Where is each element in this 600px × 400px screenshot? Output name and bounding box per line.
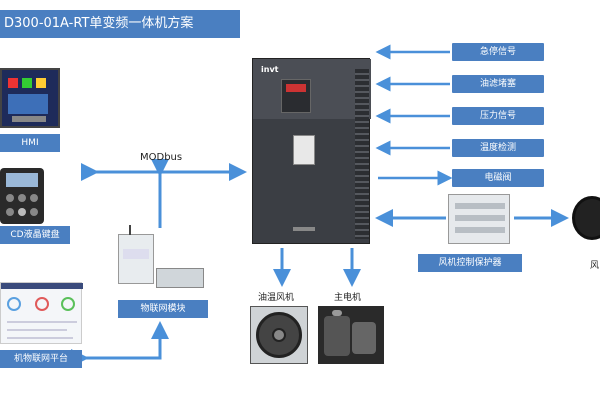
fan-protector-label: 风机控制保护器 — [418, 254, 522, 272]
keypad-label: CD液晶键盘 — [0, 226, 70, 244]
signal-pressure: 压力信号 — [452, 107, 544, 125]
lcd-keypad-image — [0, 168, 44, 224]
iot-platform-image — [0, 282, 83, 344]
signal-oil-filter: 油滤堵塞 — [452, 75, 544, 93]
fan-protector-image — [448, 194, 510, 244]
signal-solenoid-valve: 电磁阀 — [452, 169, 544, 187]
drive-keypad-panel — [281, 79, 311, 113]
oil-fan-image — [250, 306, 308, 364]
diagram-title: D300-01A-RT单变频一体机方案 — [0, 10, 240, 38]
iot-module-label: 物联网模块 — [118, 300, 208, 318]
iot-module-image — [118, 225, 154, 284]
iot-gateway-image — [156, 268, 204, 288]
drive-brand-logo: invt — [261, 65, 279, 74]
hmi-label: HMI — [0, 134, 60, 152]
modbus-label: MODbus — [140, 152, 183, 163]
platform-arrow — [71, 321, 169, 367]
platform-label: 机物联网平台 — [0, 350, 82, 368]
hmi-screen-image — [0, 68, 60, 128]
right-fan-image — [572, 196, 600, 240]
signal-emergency-stop: 急停信号 — [452, 43, 544, 61]
main-motor-image — [318, 306, 384, 364]
right-fan-label: 风 — [590, 261, 600, 271]
warning-label — [293, 135, 315, 165]
inverter-drive-image: invt — [252, 58, 371, 244]
signal-temperature: 温度检测 — [452, 139, 544, 157]
oil-fan-label: 油温风机 — [258, 293, 295, 303]
main-motor-label: 主电机 — [334, 293, 362, 303]
